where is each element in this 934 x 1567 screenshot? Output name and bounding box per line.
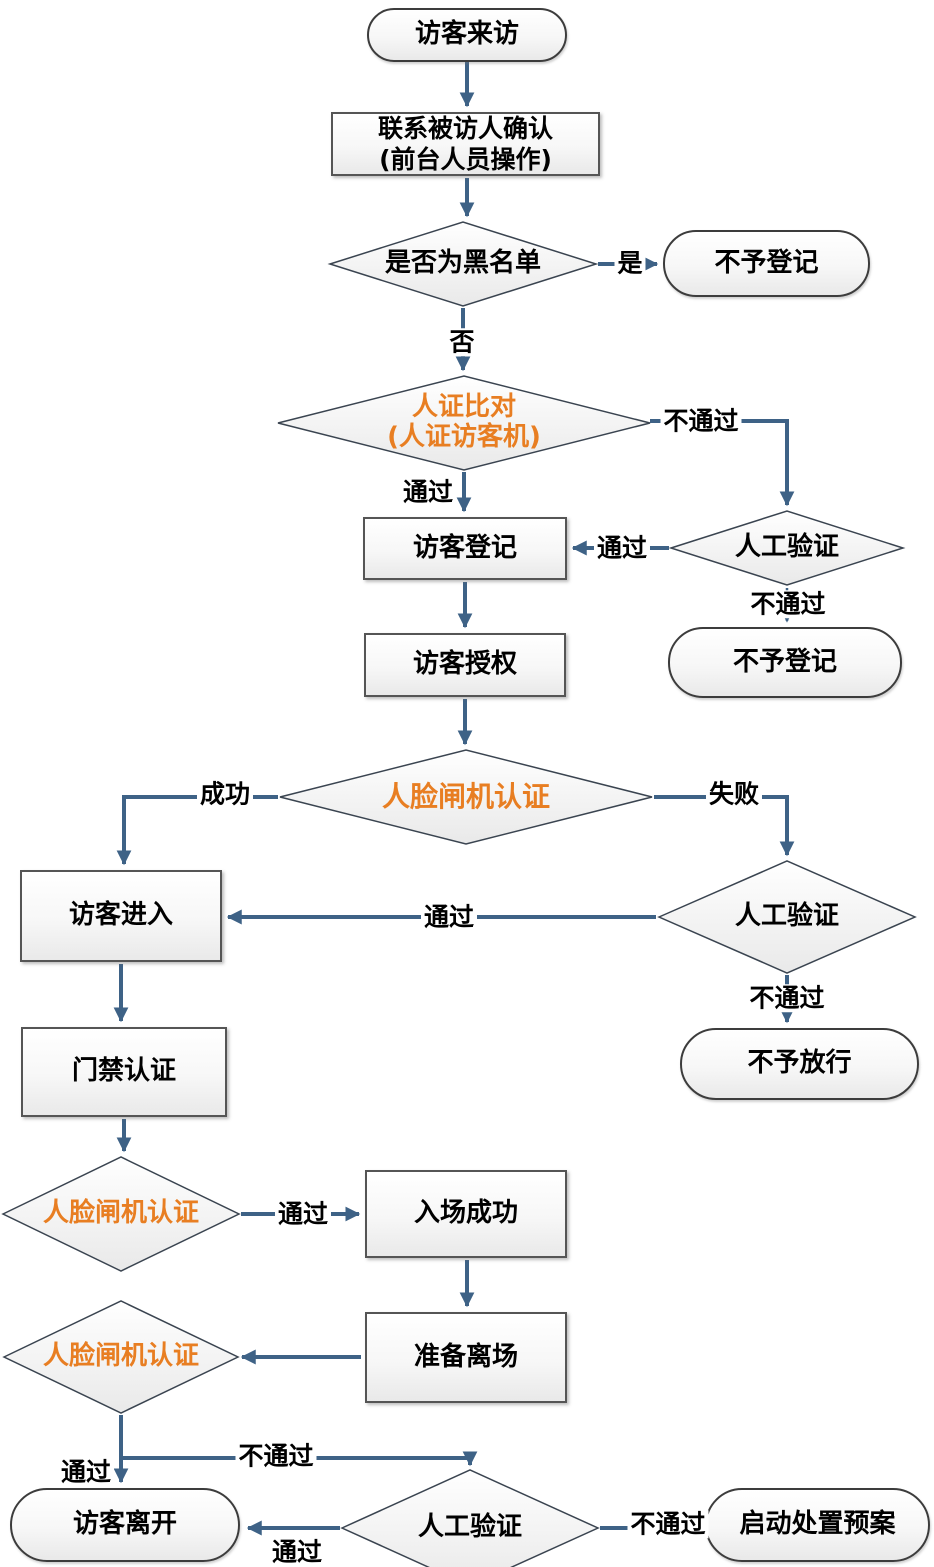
diamond-face-gate-3 bbox=[2, 1300, 240, 1414]
diamond-manual-verify-1 bbox=[668, 510, 906, 586]
edge-facegate1-fail bbox=[654, 795, 795, 857]
node-visitor-authorize: 访客授权 bbox=[364, 633, 566, 697]
node-prepare-leave: 准备离场 bbox=[365, 1312, 567, 1403]
edge-label-pass-face3: 通过 bbox=[57, 1458, 115, 1486]
diamond-id-compare-line1: 人证比对 bbox=[411, 392, 516, 423]
edge-label-pass-face2: 通过 bbox=[274, 1200, 332, 1228]
node-no-register-1-label: 不予登记 bbox=[714, 247, 819, 278]
node-no-release-label: 不予放行 bbox=[747, 1048, 852, 1079]
node-no-register-1: 不予登记 bbox=[663, 230, 870, 297]
edge-label-success: 成功 bbox=[196, 780, 254, 808]
node-access-auth: 门禁认证 bbox=[21, 1027, 227, 1117]
node-no-register-2: 不予登记 bbox=[668, 627, 902, 698]
edge-label-fail: 失败 bbox=[705, 780, 763, 808]
diamond-face-gate-2-label: 人脸闸机认证 bbox=[42, 1198, 200, 1229]
diamond-manual-verify-2-label: 人工验证 bbox=[734, 901, 840, 932]
node-prepare-leave-label: 准备离场 bbox=[413, 1341, 518, 1372]
edge-label-fail-mv2: 不通过 bbox=[746, 984, 828, 1012]
edge-label-fail-id: 不通过 bbox=[660, 407, 742, 435]
node-contact-confirm: 联系被访人确认 (前台人员操作) bbox=[331, 112, 600, 176]
edge-label-fail-mv1: 不通过 bbox=[747, 590, 829, 618]
diamond-id-compare-label: 人证比对 (人证访客机) bbox=[387, 392, 541, 453]
node-visitor-register-label: 访客登记 bbox=[412, 532, 517, 563]
edge-label-pass-mv1: 通过 bbox=[593, 534, 651, 562]
diamond-blacklist-check-label: 是否为黑名单 bbox=[384, 248, 542, 279]
edge-label-pass-id: 通过 bbox=[399, 478, 457, 506]
diamond-blacklist-check bbox=[327, 221, 599, 307]
diamond-id-compare-line2: (人证访客机) bbox=[387, 422, 541, 452]
node-contact-confirm-sublabel: (前台人员操作) bbox=[379, 145, 552, 174]
diamond-manual-verify-1-label: 人工验证 bbox=[734, 532, 840, 563]
diamond-face-gate-3-label: 人脸闸机认证 bbox=[42, 1341, 200, 1372]
edge-label-fail-face3: 不通过 bbox=[235, 1442, 317, 1470]
node-entry-success: 入场成功 bbox=[365, 1170, 567, 1258]
node-visitor-leave: 访客离开 bbox=[10, 1488, 240, 1562]
edge-label-pass-mv2: 通过 bbox=[420, 903, 478, 931]
node-entry-success-label: 入场成功 bbox=[413, 1198, 518, 1229]
node-start-label: 访客来访 bbox=[414, 19, 519, 50]
edge-label-fail-mv3: 不通过 bbox=[627, 1510, 709, 1538]
node-visitor-authorize-label: 访客授权 bbox=[412, 649, 517, 680]
edge-label-no: 否 bbox=[446, 328, 478, 356]
node-visitor-enter-label: 访客进入 bbox=[68, 900, 173, 931]
node-access-auth-label: 门禁认证 bbox=[71, 1056, 176, 1087]
node-start: 访客来访 bbox=[367, 8, 567, 62]
edge-label-pass-mv3: 通过 bbox=[268, 1538, 326, 1566]
node-no-release: 不予放行 bbox=[680, 1028, 919, 1100]
diamond-manual-verify-2 bbox=[657, 860, 917, 974]
diamond-manual-verify-3-label: 人工验证 bbox=[417, 1512, 523, 1543]
node-visitor-register: 访客登记 bbox=[363, 517, 567, 580]
node-contact-confirm-label: 联系被访人确认 bbox=[377, 113, 553, 143]
diamond-face-gate-1-label: 人脸闸机认证 bbox=[381, 779, 551, 813]
diamond-face-gate-2 bbox=[1, 1156, 241, 1272]
node-visitor-enter: 访客进入 bbox=[20, 870, 222, 962]
node-visitor-leave-label: 访客离开 bbox=[72, 1509, 177, 1540]
diamond-face-gate-1 bbox=[279, 749, 653, 845]
node-no-register-2-label: 不予登记 bbox=[732, 646, 837, 677]
node-emergency-plan: 启动处置预案 bbox=[705, 1488, 930, 1562]
node-emergency-plan-label: 启动处置预案 bbox=[739, 1509, 896, 1540]
edge-label-yes: 是 bbox=[614, 249, 646, 277]
diamond-id-compare bbox=[277, 375, 651, 471]
